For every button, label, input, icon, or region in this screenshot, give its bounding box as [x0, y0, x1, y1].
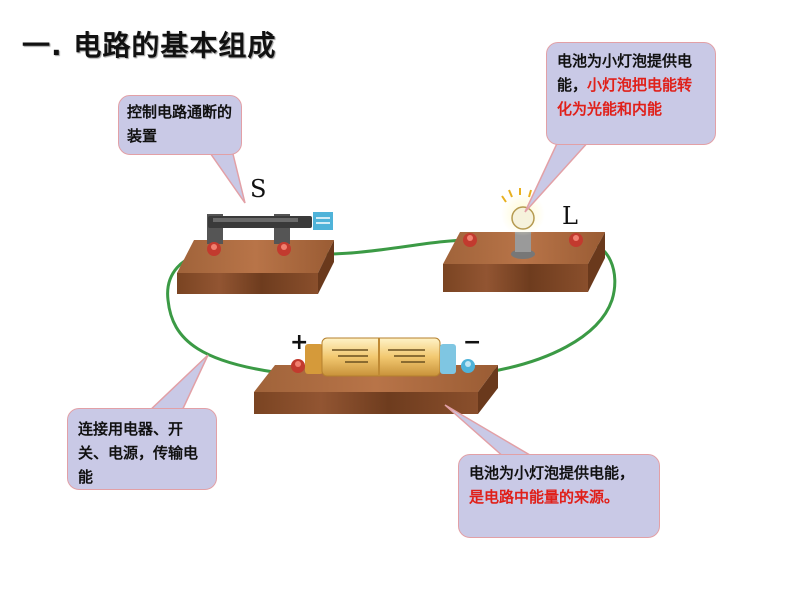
switch-callout: 控制电路通断的装置	[118, 95, 242, 155]
lamp-callout-tail	[524, 136, 592, 213]
battery-callout-text-red: 是电路中能量的来源。	[469, 488, 620, 506]
switch-callout-text: 控制电路通断的装置	[127, 103, 233, 145]
wire-callout: 连接用电器、开关、电源，传输电能	[67, 408, 217, 490]
lamp-callout-text-black: 电池为小灯泡提供电能，	[557, 52, 693, 94]
wire-callout-tail	[143, 354, 209, 416]
switch-board	[177, 212, 334, 294]
switch-label: S	[250, 175, 266, 203]
minus-sign: −	[463, 330, 481, 355]
switch-callout-tail	[206, 149, 246, 204]
callout-tails	[143, 136, 592, 459]
battery-board	[254, 337, 498, 414]
lamp-board	[443, 188, 605, 292]
page-title: 一. 电路的基本组成	[22, 29, 277, 62]
plus-sign: +	[290, 330, 308, 355]
lamp-callout-text-red: 小灯泡把电能转化为光能和内能	[557, 76, 693, 118]
lamp-label: L	[562, 202, 578, 230]
battery-callout-text-black: 电池为小灯泡提供电能，	[469, 464, 635, 482]
lamp-callout: 电池为小灯泡提供电能，小灯泡把电能转化为光能和内能	[546, 42, 716, 145]
battery-callout: 电池为小灯泡提供电能， 是电路中能量的来源。	[458, 454, 660, 538]
wire-callout-text: 连接用电器、开关、电源，传输电能	[78, 420, 199, 486]
battery-callout-tail	[444, 404, 538, 459]
